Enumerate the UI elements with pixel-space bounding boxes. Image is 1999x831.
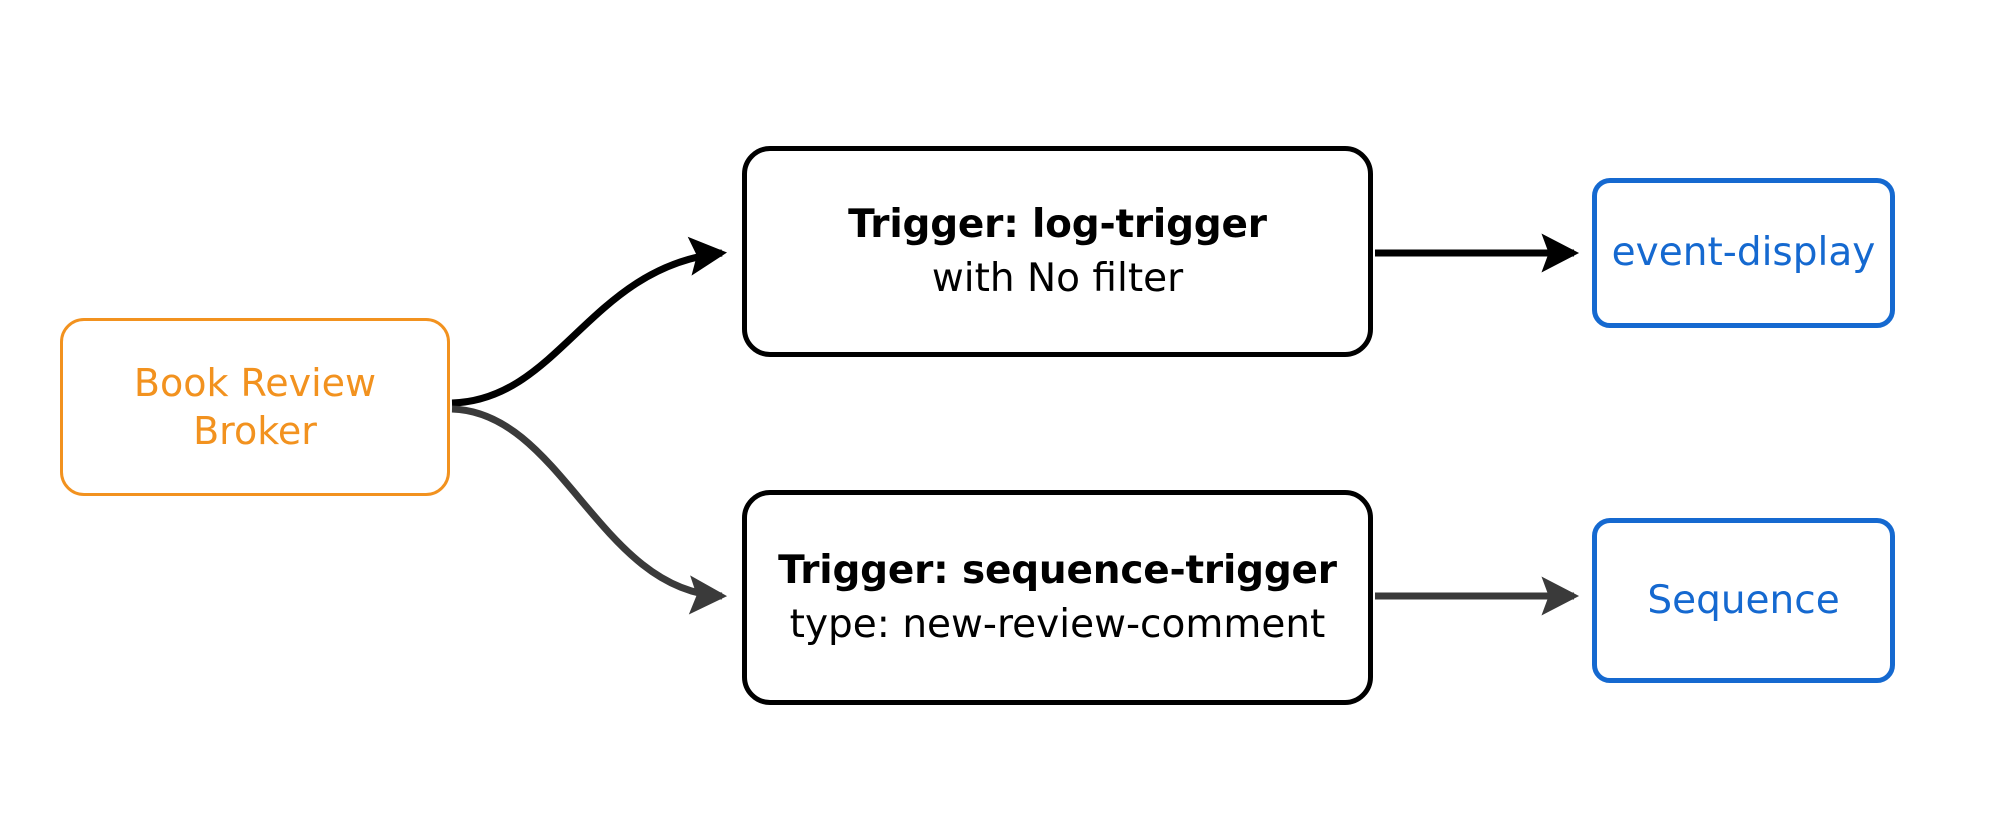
node-log-trigger[interactable]: Trigger: log-trigger with No filter xyxy=(742,146,1373,357)
node-sequence-trigger[interactable]: Trigger: sequence-trigger type: new-revi… xyxy=(742,490,1373,705)
sequence-trigger-subtitle: type: new-review-comment xyxy=(789,601,1326,647)
sequence-trigger-title: Trigger: sequence-trigger xyxy=(778,547,1337,593)
node-sequence[interactable]: Sequence xyxy=(1592,518,1895,683)
log-trigger-subtitle: with No filter xyxy=(931,255,1184,301)
log-trigger-title: Trigger: log-trigger xyxy=(848,201,1267,247)
edge-broker-to-sequence-trigger xyxy=(451,405,728,615)
node-book-review-broker[interactable]: Book Review Broker xyxy=(60,318,450,496)
sequence-label: Sequence xyxy=(1647,577,1840,623)
event-display-label: event-display xyxy=(1611,230,1876,276)
edge-broker-to-log-trigger xyxy=(451,236,728,407)
broker-label-line2: Broker xyxy=(193,409,317,453)
broker-label-line1: Book Review xyxy=(133,360,377,405)
node-event-display[interactable]: event-display xyxy=(1592,178,1895,328)
